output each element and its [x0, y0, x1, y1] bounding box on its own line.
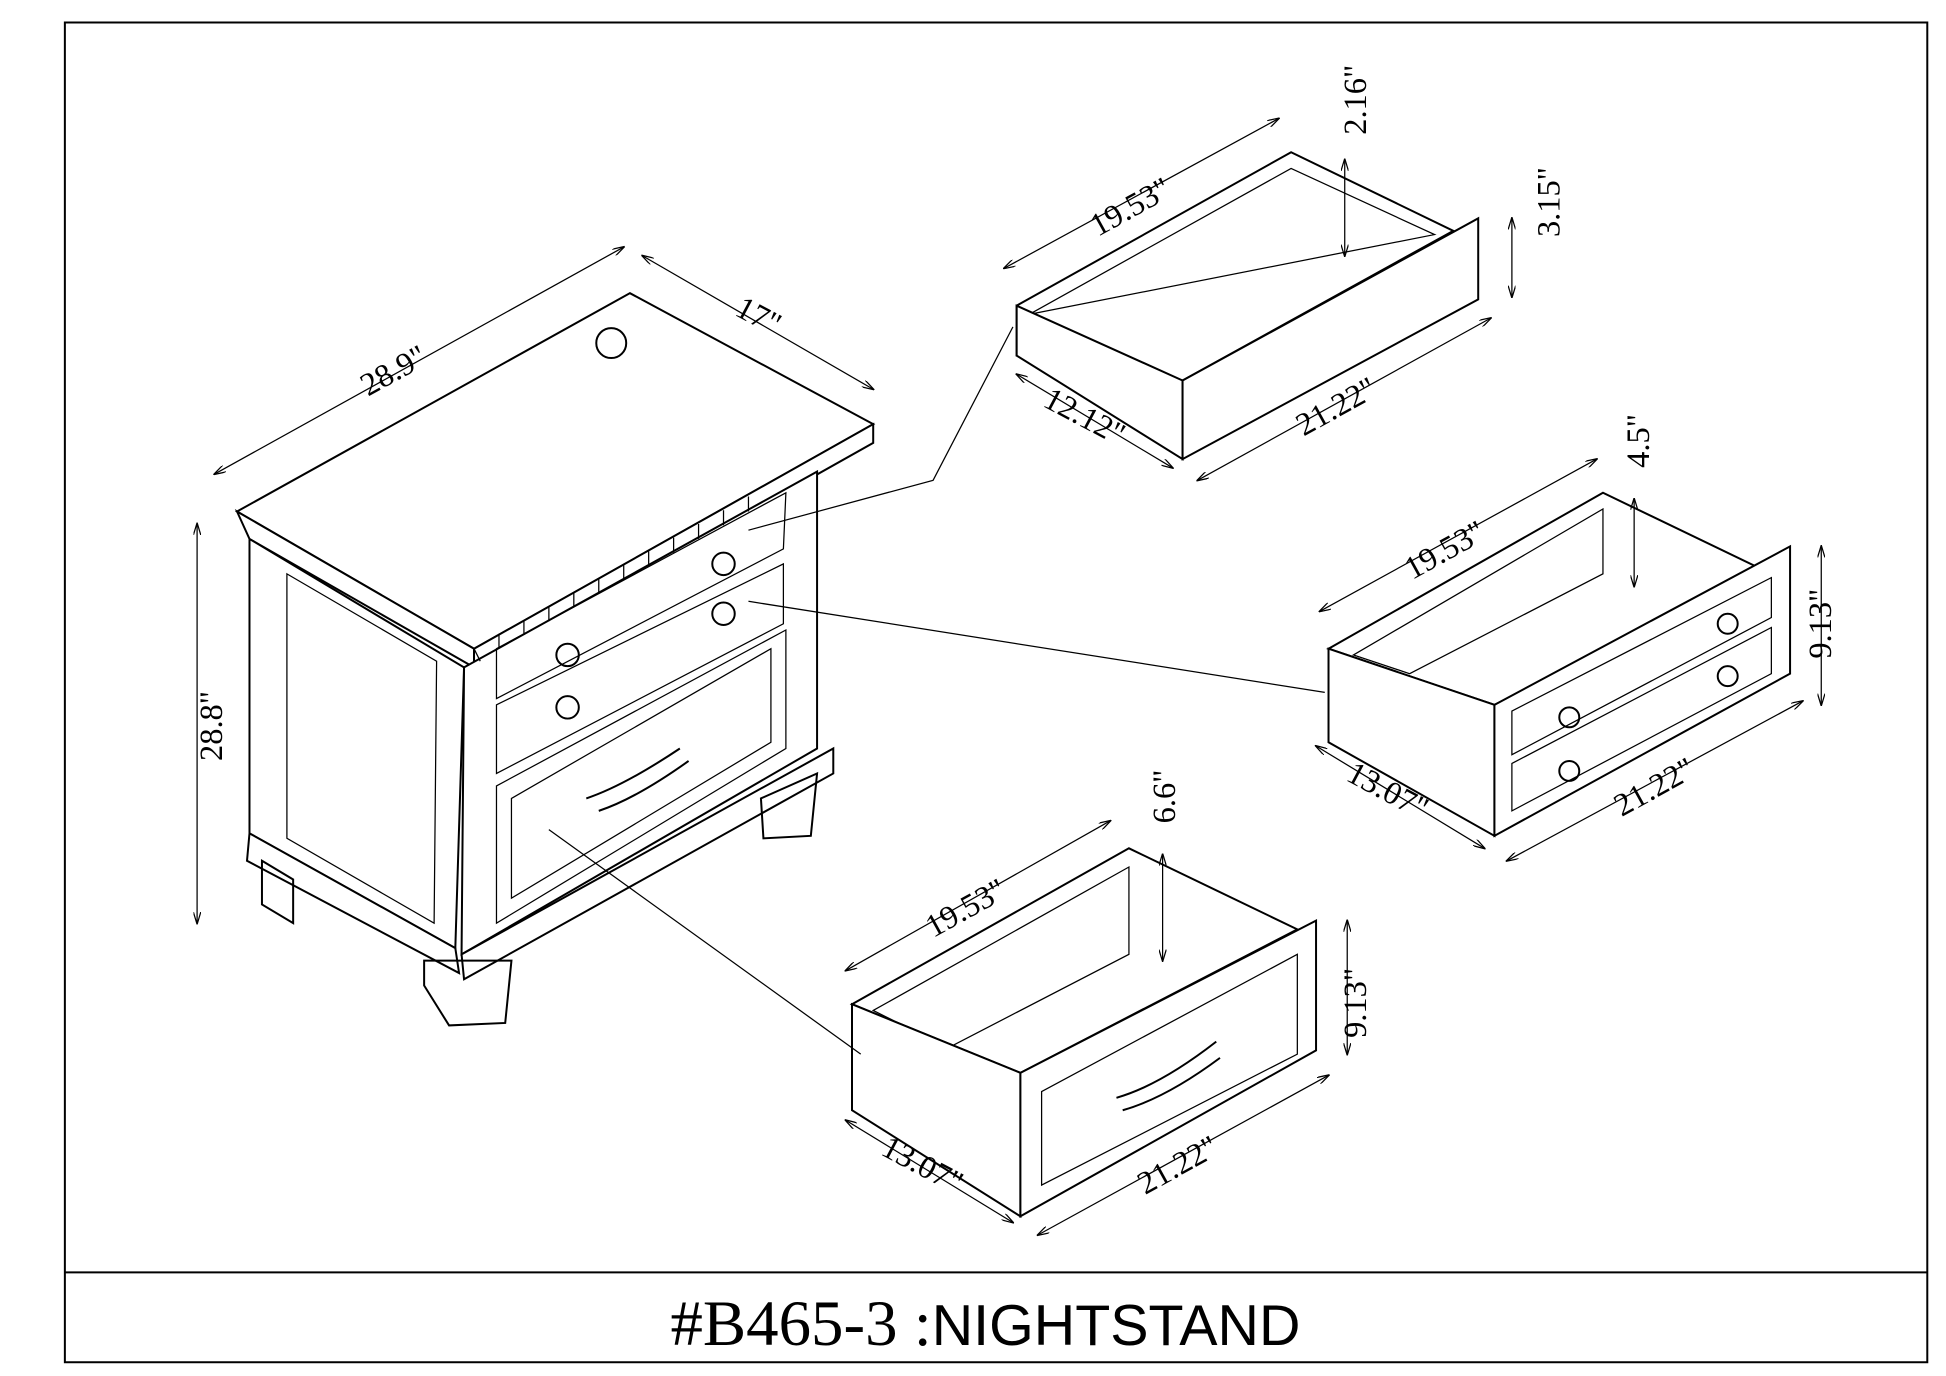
dimension-lines — [197, 119, 1821, 1235]
title-separator: : — [898, 1288, 932, 1360]
model-code: #B465-3 — [670, 1288, 897, 1360]
middle-drawer-inner-height-label: 4.5" — [1621, 414, 1657, 468]
nightstand-height-label: 28.8" — [194, 691, 230, 761]
top-drawer-front-height-label: 3.15" — [1531, 167, 1567, 237]
middle-drawer-front-height-label: 9.13" — [1803, 589, 1839, 659]
product-name: NIGHTSTAND — [932, 1294, 1301, 1358]
drawing-border — [63, 21, 1929, 1364]
bottom-drawer-inner-height-label: 6.6" — [1147, 770, 1183, 824]
top-drawer-inner-height-label: 2.16" — [1338, 65, 1374, 135]
nightstand-drawing — [234, 292, 876, 1027]
bottom-drawer-front-height-label: 9.13" — [1338, 968, 1374, 1038]
drawing-title: #B465-3 :NIGHTSTAND — [670, 1288, 1300, 1360]
nightstand-width-label: 28.9" — [354, 338, 433, 403]
